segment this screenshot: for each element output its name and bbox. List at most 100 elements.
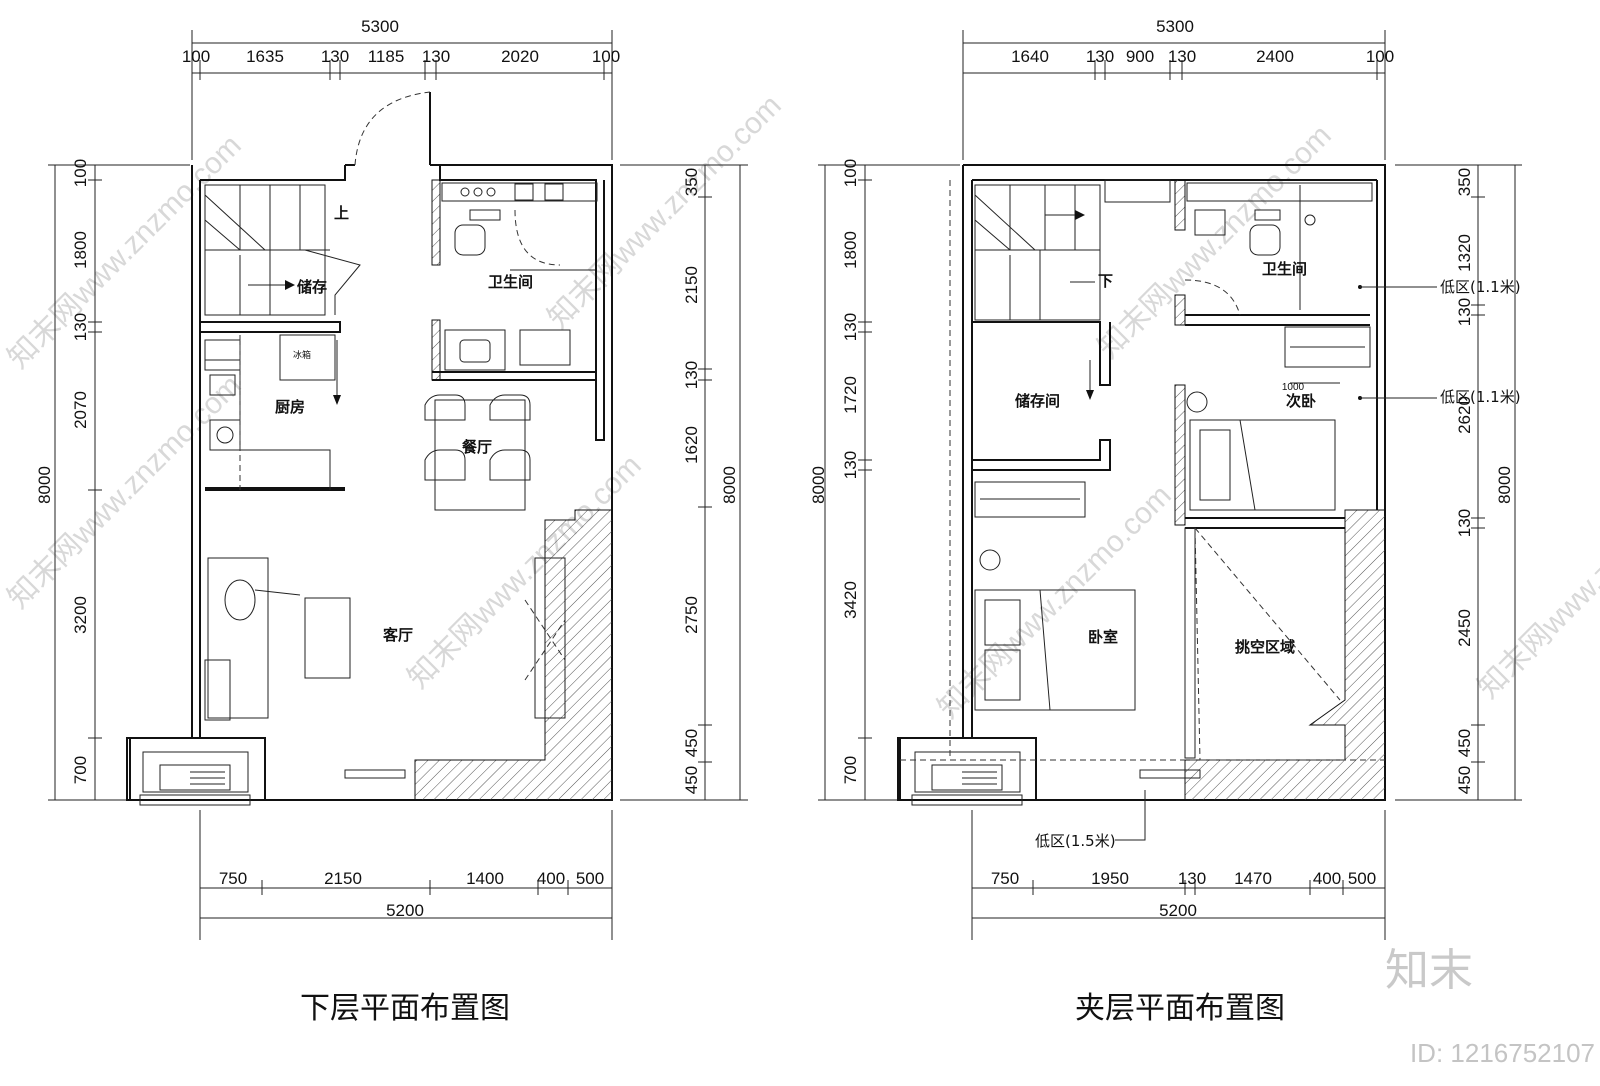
dimension-label: 1185 [368,47,405,66]
room-label-living: 客厅 [382,626,413,644]
upper-top-dimensions: 5300 1640 130 900 130 2400 100 [962,17,1394,160]
upper-left-total: 8000 [809,466,828,504]
room-label-second-bedroom: 次卧 [1286,392,1316,410]
entrance-door-swing [354,91,431,166]
id-watermark: ID: 1216752107 [1410,1038,1595,1068]
dimension-label: 130 [841,313,860,341]
stairs-up-label: 上 [334,204,349,222]
upper-walls [897,164,1386,806]
dimension-label: 750 [991,869,1019,888]
lower-kitchen-fixtures [204,334,336,490]
dimension-label: 130 [71,313,90,341]
dimension-label: 750 [219,869,247,888]
dimension-label: 130 [1455,298,1474,326]
dimension-label: 450 [1455,729,1474,757]
dimension-label: 1400 [466,869,504,888]
dimension-label: 3200 [71,596,90,634]
brand-watermark: 知末 [1385,945,1473,996]
room-label-dining: 餐厅 [462,438,492,456]
dimension-label: 700 [71,756,90,784]
lower-top-total: 5300 [361,17,399,36]
lower-plan: 5300 100 1635 130 1185 130 2020 100 8000… [35,17,748,1026]
lower-right-total: 8000 [720,466,739,504]
dimension-label: 500 [576,869,604,888]
dimension-label: 450 [1455,766,1474,794]
dimension-label: 1800 [841,231,860,269]
dimension-label: 500 [1348,869,1376,888]
dimension-label: 700 [841,756,860,784]
room-label-bedroom: 卧室 [1088,628,1118,646]
room-label-storage-room: 储存间 [1015,392,1060,410]
dimension-label: 1320 [1455,234,1474,272]
dimension-label: 130 [1455,509,1474,537]
appliance-fridge-label: 冰箱 [293,349,311,361]
lower-living-furniture [204,557,566,721]
dimension-label: 130 [422,47,450,66]
lower-bathroom-fixtures [441,182,598,371]
upper-bedroom-bed [974,549,1136,711]
window-radiator [344,769,406,779]
watermark-text: 知末网www.znzmo.com [932,479,1178,725]
room-label-void: 挑空区域 [1235,638,1295,656]
dimension-label: 1635 [246,47,284,66]
upper-second-bedroom-bed [1186,391,1336,511]
dimension-label: 1620 [682,426,701,464]
lower-top-dimensions: 5300 100 1635 130 1185 130 2020 100 [182,17,620,160]
dimension-label: 1950 [1091,869,1129,888]
upper-right-total: 8000 [1495,466,1514,504]
upper-plan-title: 夹层平面布置图 [1075,991,1285,1026]
dimension-label: 350 [1455,168,1474,196]
dimension-label: 1800 [71,231,90,269]
room-label-storage: 储存 [297,278,327,296]
note-low-area-1: 低区(1.1米) [1440,278,1521,296]
dimension-label: 130 [841,451,860,479]
upper-bottom-dimensions: 750 1950 130 1470 400 500 5200 [971,810,1386,940]
dimension-label: 3420 [841,581,860,619]
lower-dining-table [424,394,531,511]
dimension-label: 130 [682,361,701,389]
dimension-label: 100 [592,47,620,66]
void-outline [1194,527,1341,761]
dimension-label: 2450 [1455,609,1474,647]
dimension-label: 400 [537,869,565,888]
dimension-label: 2750 [682,596,701,634]
watermark-text: 知末网www.znzmo.com [1092,119,1338,365]
stairs-down-label: 下 [1098,272,1113,290]
room-label-kitchen: 厨房 [275,398,305,416]
dimension-label: 100 [71,159,90,187]
dimension-label: 2150 [682,266,701,304]
dimension-label: 400 [1313,869,1341,888]
upper-right-dimensions: 350 1320 130 2620 130 2450 450 450 8000 [1395,164,1522,801]
dimension-label: 350 [682,168,701,196]
dimension-label: 1640 [1011,47,1049,66]
upper-wardrobe [974,326,1371,518]
upper-bathroom-fixtures [1184,182,1373,316]
dimension-label: 2400 [1256,47,1294,66]
dimension-label: 2020 [501,47,539,66]
dimension-label: 100 [182,47,210,66]
note-low-area-bottom: 低区(1.5米) [1035,832,1116,850]
dimension-label: 100 [841,159,860,187]
dimension-label: 450 [682,729,701,757]
watermark-text: 知末网www.znzmo.com [2,129,248,375]
upper-top-total: 5300 [1156,17,1194,36]
dimension-label: 100 [1366,47,1394,66]
dimension-label: 2150 [324,869,362,888]
dimension-label: 1720 [841,376,860,414]
lower-bottom-dimensions: 750 2150 1400 400 500 5200 [199,810,613,940]
dimension-label: 2070 [71,391,90,429]
upper-plan: 5300 1640 130 900 130 2400 100 8000 100 … [809,17,1522,1026]
lower-left-total: 8000 [35,466,54,504]
lower-bottom-total: 5200 [386,901,424,920]
dimension-label: 2620 [1455,396,1474,434]
room-label-bathroom: 卫生间 [488,273,533,291]
lower-left-dimensions: 8000 100 1800 130 2070 3200 700 [35,159,190,801]
watermark-text: 知末网www.znzmo.com [1472,459,1600,705]
dimension-label: 130 [1178,869,1206,888]
window-radiator [1139,769,1201,779]
lower-right-dimensions: 350 2150 130 1620 2750 450 450 8000 [620,164,748,801]
room-label-bathroom: 卫生间 [1262,260,1307,278]
dimension-label: 1470 [1234,869,1272,888]
dimension-label: 130 [1168,47,1196,66]
